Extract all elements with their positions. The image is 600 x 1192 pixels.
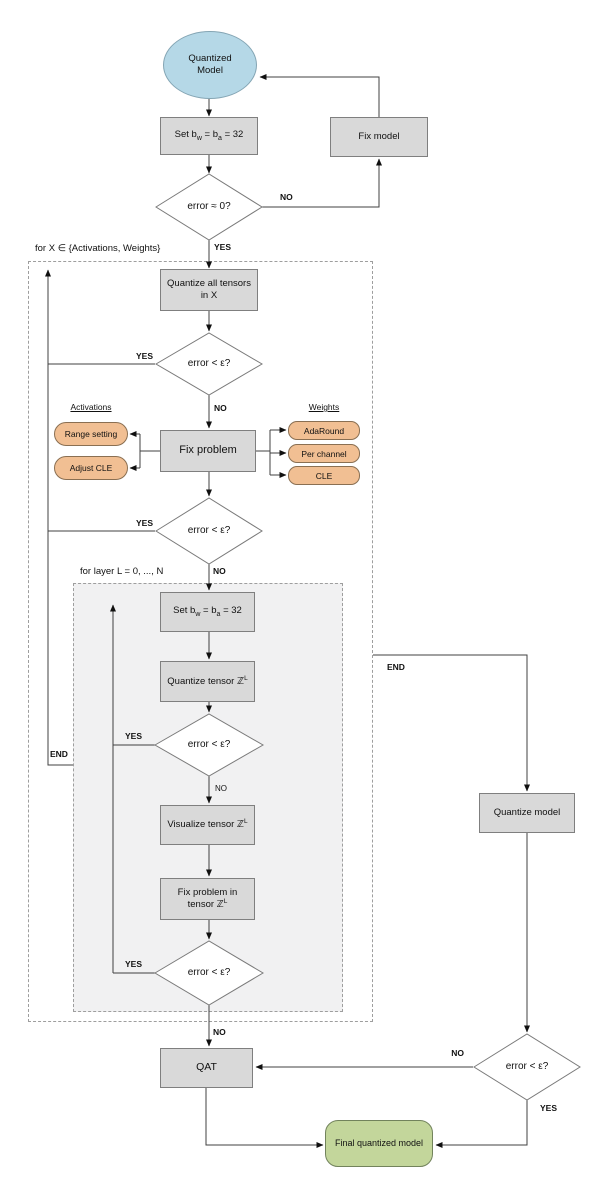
branch-yes-eps-3: YES — [124, 731, 142, 741]
weights-group-title: Weights — [308, 402, 340, 412]
pill-cle: CLE — [288, 466, 360, 485]
branch-yes-eps-1: YES — [135, 351, 153, 361]
box-set-bits-top: Set bw = ba = 32 — [160, 117, 258, 155]
branch-no-eps-2: NO — [213, 566, 226, 576]
branch-no-eps-1: NO — [214, 403, 227, 413]
set-bits-text: Set bw = ba = 32 — [174, 128, 244, 142]
diamond-error-eps-4-label: error < ε? — [187, 967, 231, 978]
arrow-paths — [45, 74, 530, 1148]
label-end-inner-loop: END — [50, 749, 68, 759]
diamond-error-eps-2-shape — [155, 497, 263, 565]
diamond-error-eps-5-shape — [473, 1033, 581, 1101]
branch-yes-eps-5: YES — [540, 1103, 558, 1113]
set-bits-text: Set bw = ba = 32 — [173, 604, 242, 618]
diamond-error-zero-shape — [155, 173, 263, 241]
quantize-tensor-text: Quantize tensor ℤL — [167, 674, 248, 688]
branch-yes-eps-2: YES — [135, 518, 153, 528]
diamond-error-eps-3-label: error < ε? — [187, 739, 231, 750]
start-node-quantized-model: Quantized Model — [163, 31, 257, 99]
branch-no-error-zero: NO — [280, 192, 293, 202]
box-set-bits-inner: Set bw = ba = 32 — [160, 592, 255, 632]
box-final-quantized-model: Final quantized model — [325, 1120, 433, 1167]
branch-yes-error-zero: YES — [214, 242, 232, 252]
label-end-outer-loop: END — [387, 662, 405, 672]
for-x-loop-label: for X ∈ {Activations, Weights} — [35, 243, 161, 254]
pill-adaround: AdaRound — [288, 421, 360, 440]
diamond-error-eps-3-shape — [153, 713, 265, 777]
for-x-loop-region — [28, 261, 373, 1022]
fix-tensor-text: Fix problem in tensor ℤL — [177, 886, 238, 911]
box-fix-model: Fix model — [330, 117, 428, 157]
visualize-tensor-text: Visualize tensor ℤL — [167, 818, 248, 831]
branch-no-eps-3: NO — [215, 784, 227, 793]
for-layer-loop-label: for layer L = 0, ..., N — [80, 566, 164, 577]
diamond-error-eps-4-shape — [154, 940, 264, 1006]
diamond-error-eps-5-label: error < ε? — [505, 1061, 549, 1072]
diamond-error-zero-label: error ≈ 0? — [187, 201, 231, 212]
box-fix-problem-tensor: Fix problem in tensor ℤL — [160, 878, 255, 920]
box-qat: QAT — [160, 1048, 253, 1088]
branch-no-eps-4: NO — [213, 1027, 226, 1037]
box-quantize-tensor: Quantize tensor ℤL — [160, 661, 255, 702]
box-quantize-model: Quantize model — [479, 793, 575, 833]
diamond-error-eps-1-shape — [155, 332, 263, 396]
box-visualize-tensor: Visualize tensor ℤL — [160, 805, 255, 845]
diamond-error-eps-2-label: error < ε? — [187, 525, 231, 536]
diamond-error-eps-1-label: error < ε? — [187, 358, 231, 369]
pill-per-channel: Per channel — [288, 444, 360, 463]
box-fix-problem: Fix problem — [160, 430, 256, 472]
pill-adjust-cle: Adjust CLE — [54, 456, 128, 480]
branch-no-eps-5: NO — [451, 1048, 464, 1058]
box-quantize-all-tensors: Quantize all tensors in X — [160, 269, 258, 311]
branch-yes-eps-4: YES — [124, 959, 142, 969]
pill-range-setting: Range setting — [54, 422, 128, 446]
activations-group-title: Activations — [70, 402, 112, 412]
